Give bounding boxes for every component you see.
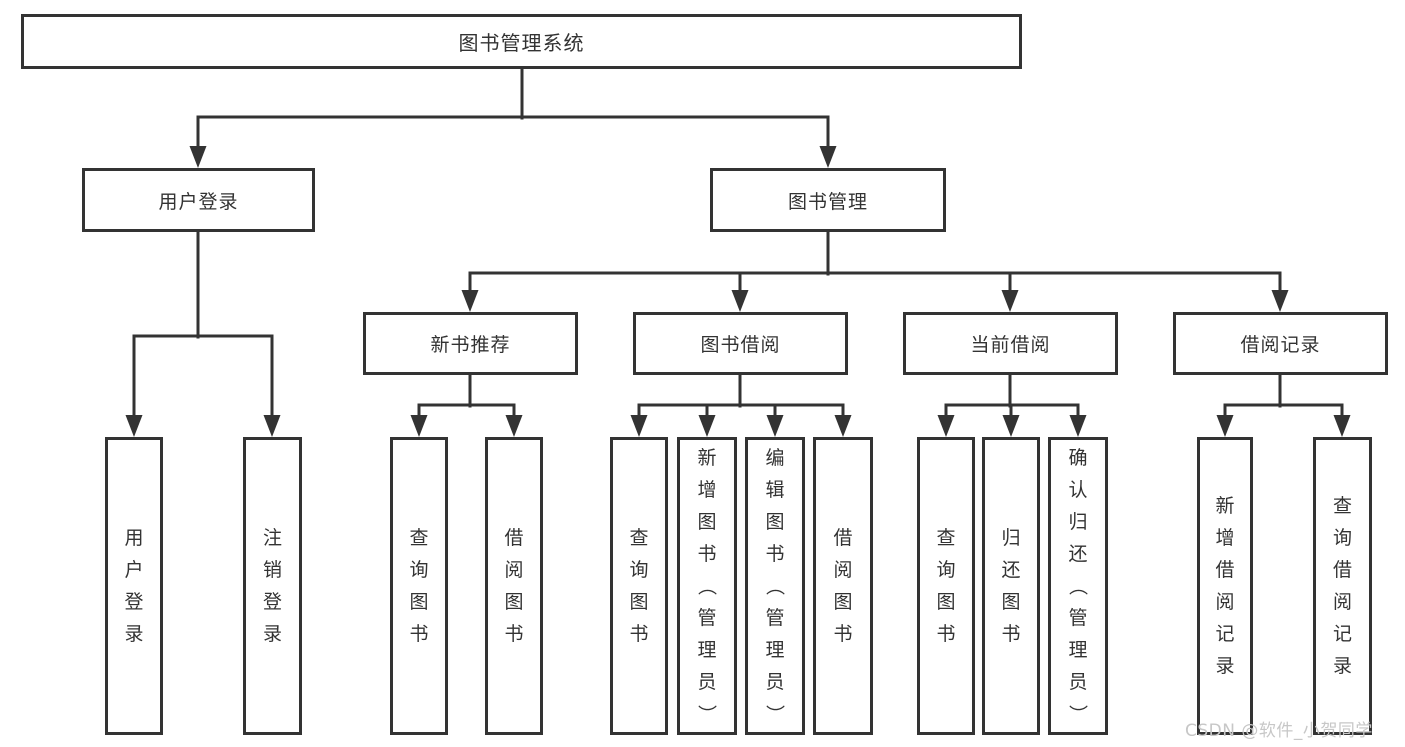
node-newbook-borrow-books: 借阅图书	[485, 437, 543, 735]
node-borrow-records-label: 借阅记录	[1240, 334, 1321, 356]
node-library-system: 图书管理系统	[21, 14, 1022, 69]
node-confirm-return-admin-label: 确认归还（管理员）	[1066, 447, 1089, 724]
node-user-login-group: 用户登录	[82, 168, 315, 232]
node-edit-books-admin-label: 编辑图书（管理员）	[763, 447, 786, 724]
node-newbook-borrow-books-label: 借阅图书	[504, 527, 524, 645]
node-borrowing-borrow-books-label: 借阅图书	[833, 527, 853, 645]
node-logout-label: 注销登录	[262, 527, 282, 645]
node-current-borrowing: 当前借阅	[903, 312, 1118, 375]
node-add-books-admin: 新增图书（管理员）	[677, 437, 737, 735]
node-borrow-records: 借阅记录	[1173, 312, 1388, 375]
node-logout: 注销登录	[243, 437, 302, 735]
node-new-book-recommend: 新书推荐	[363, 312, 578, 375]
node-library-system-label: 图书管理系统	[458, 31, 585, 55]
node-new-book-recommend-label: 新书推荐	[430, 334, 511, 356]
node-confirm-return-admin: 确认归还（管理员）	[1048, 437, 1108, 735]
node-book-borrowing-label: 图书借阅	[700, 334, 781, 356]
node-book-borrowing: 图书借阅	[633, 312, 848, 375]
node-return-books: 归还图书	[982, 437, 1040, 735]
node-newbook-query-books-label: 查询图书	[409, 527, 429, 645]
node-add-borrow-record-label: 新增借阅记录	[1215, 495, 1235, 677]
node-add-books-admin-label: 新增图书（管理员）	[695, 447, 718, 724]
node-current-query-books: 查询图书	[917, 437, 975, 735]
node-return-books-label: 归还图书	[1001, 527, 1021, 645]
csdn-watermark: CSDN @软件_小贺同学	[1185, 721, 1373, 741]
node-book-management-label: 图书管理	[787, 190, 868, 213]
node-newbook-query-books: 查询图书	[390, 437, 448, 735]
node-add-borrow-record: 新增借阅记录	[1197, 437, 1253, 735]
node-current-query-books-label: 查询图书	[936, 527, 956, 645]
node-borrowing-query-books-label: 查询图书	[629, 527, 649, 645]
node-borrowing-borrow-books: 借阅图书	[813, 437, 873, 735]
node-current-borrowing-label: 当前借阅	[970, 334, 1051, 356]
node-query-borrow-record-label: 查询借阅记录	[1332, 495, 1352, 677]
node-edit-books-admin: 编辑图书（管理员）	[745, 437, 805, 735]
node-book-management: 图书管理	[710, 168, 946, 232]
node-borrowing-query-books: 查询图书	[610, 437, 668, 735]
node-query-borrow-record: 查询借阅记录	[1313, 437, 1372, 735]
node-user-login: 用户登录	[105, 437, 163, 735]
node-user-login-label: 用户登录	[124, 527, 144, 645]
node-user-login-group-label: 用户登录	[158, 190, 239, 213]
